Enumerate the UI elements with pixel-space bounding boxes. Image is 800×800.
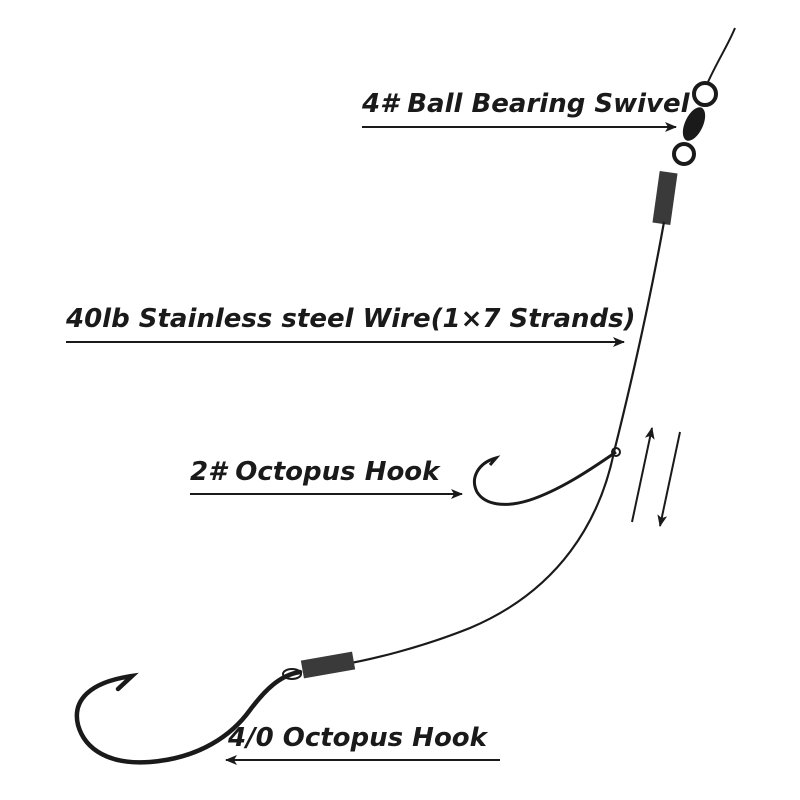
small-hook-label: 2# Octopus Hook (190, 457, 441, 487)
slide-down-arrow (657, 431, 681, 527)
swivel-bottom-ring (672, 142, 696, 166)
slide-up-arrow (631, 427, 655, 523)
swivel-label: 4# Ball Bearing Swivel (361, 89, 691, 119)
small-hook-callout: 2# Octopus Hook (190, 457, 463, 499)
large-hook-label: 4/0 Octopus Hook (227, 723, 489, 753)
stainless-wire (339, 221, 666, 667)
large-hook-callout: 4/0 Octopus Hook (225, 723, 500, 765)
small-hook-eye (611, 447, 621, 457)
swivel-callout: 4# Ball Bearing Swivel (361, 89, 691, 132)
swivel-top-ring (692, 81, 718, 107)
main-line (707, 27, 736, 83)
wire-callout: 40lb Stainless steel Wire(1×7 Strands) (65, 304, 636, 347)
swivel-body (682, 107, 706, 141)
small-octopus-hook (472, 450, 617, 506)
upper-crimp-sleeve (652, 171, 678, 225)
large-hook-eye (282, 668, 302, 680)
lower-crimp-sleeve (300, 651, 356, 679)
ball-bearing-swivel (672, 81, 718, 166)
wire-label: 40lb Stainless steel Wire(1×7 Strands) (65, 304, 636, 334)
large-octopus-hook (74, 669, 303, 765)
